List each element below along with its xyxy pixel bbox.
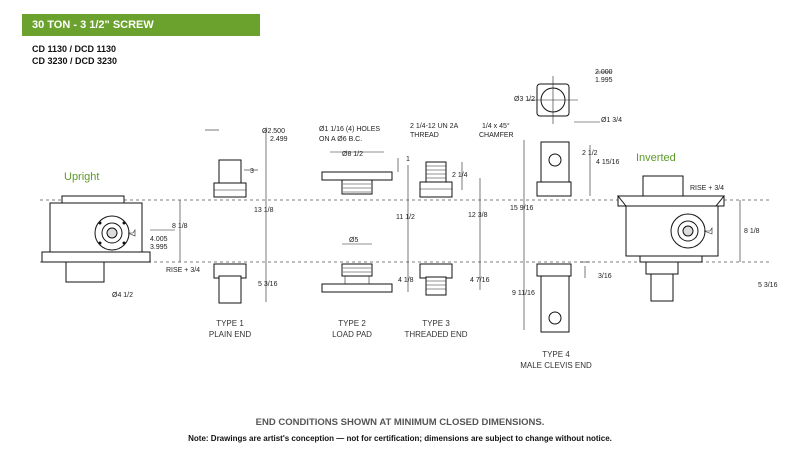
dim-9-11-16: 9 11/16 (512, 290, 535, 297)
dim-4-1-2-dia: Ø4 1/2 (112, 292, 133, 299)
type1-caption-line1: TYPE 1 (216, 319, 244, 328)
type3-caption-line2: THREADED END (404, 330, 467, 339)
dim-holes-1: Ø1 1/16 (4) HOLES (319, 126, 380, 133)
type3-threaded-end (419, 161, 453, 296)
type1-caption-line2: PLAIN END (209, 330, 251, 339)
dim-2-1-2: 2 1/2 (582, 150, 598, 157)
model-number-2: CD 3230 / DCD 3230 (32, 56, 118, 66)
dim-2-1-4: 2 1/4 (452, 172, 468, 179)
dim-11-1-2: 11 1/2 (396, 214, 415, 221)
type2-caption-line1: TYPE 2 (338, 319, 366, 328)
dim-8-1-8-right: 8 1/8 (744, 228, 760, 235)
upright-jack (40, 195, 152, 283)
dim-1: 1 (406, 156, 410, 163)
dimension-lines (150, 71, 741, 330)
dim-2000: 2.000 (595, 69, 613, 76)
type4-caption-line1: TYPE 4 (542, 350, 570, 359)
dim-chamfer-1: 1/4 x 45° (482, 122, 510, 130)
footer-note-2: Note: Drawings are artist's conception —… (188, 434, 612, 443)
dim-thread-1: 2 1/4-12 UN 2A (410, 123, 459, 130)
dim-4-15-16: 4 15/16 (596, 159, 619, 166)
dim-3: 3 (250, 168, 254, 175)
dim-3995: 3.995 (150, 244, 168, 251)
dim-5-dia: Ø5 (349, 237, 358, 244)
type2-load-pad (321, 171, 393, 293)
type1-plain-end (213, 159, 247, 304)
inverted-jack (616, 175, 726, 302)
dim-3-16: 3/16 (598, 273, 612, 280)
model-number-1: CD 1130 / DCD 1130 (32, 44, 117, 54)
inverted-label: Inverted (636, 152, 676, 164)
type2-caption-line2: LOAD PAD (332, 330, 372, 339)
dim-5-3-16-right: 5 3/16 (758, 282, 778, 289)
dim-1-3-4: Ø1 3/4 (601, 117, 622, 124)
dim-1995: 1.995 (595, 77, 613, 84)
dim-rise-left: RISE + 3/4 (166, 267, 200, 274)
dim-5-3-16-left: 5 3/16 (258, 281, 278, 288)
type3-caption-line1: TYPE 3 (422, 319, 450, 328)
dim-8-1-2: Ø8 1/2 (342, 151, 363, 158)
dim-13-1-8: 13 1/8 (254, 207, 274, 214)
dim-12-3-8: 12 3/8 (468, 212, 488, 219)
dim-4005: 4.005 (150, 236, 168, 243)
dim-2500: Ø2.500 (262, 128, 285, 135)
dim-3-1-2-dia: Ø3 1/2 (514, 96, 535, 103)
title-banner: 30 TON - 3 1/2" SCREW (22, 14, 260, 36)
dim-15-9-16: 15 9/16 (510, 205, 533, 212)
dim-chamfer-2: CHAMFER (479, 132, 514, 139)
dim-2499: 2.499 (270, 136, 288, 143)
upright-label: Upright (64, 171, 99, 183)
footer-note-1: END CONDITIONS SHOWN AT MINIMUM CLOSED D… (255, 417, 545, 428)
dim-thread-2: THREAD (410, 132, 439, 139)
type4-caption-line2: MALE CLEVIS END (520, 361, 592, 370)
dim-4-1-8: 4 1/8 (398, 277, 414, 284)
dim-holes-2: ON A Ø6 B.C. (319, 136, 362, 143)
dim-rise-right: RISE + 3/4 (690, 185, 724, 192)
dim-8-1-8-left: 8 1/8 (172, 223, 188, 230)
type4-clevis-end (528, 76, 578, 333)
dim-4-7-16: 4 7/16 (470, 277, 490, 284)
